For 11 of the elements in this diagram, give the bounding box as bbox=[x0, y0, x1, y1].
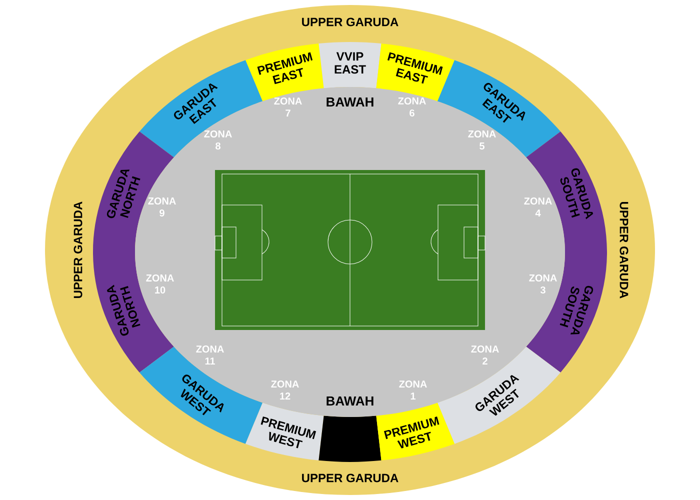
zone-label: ZONA 1 bbox=[399, 380, 427, 400]
zone-label: ZONA 12 bbox=[271, 380, 299, 400]
zone-label: ZONA 9 bbox=[148, 197, 176, 217]
seating-section: VVIP EAST bbox=[318, 42, 382, 88]
zone-label: ZONA 5 bbox=[468, 130, 496, 150]
zone-label: ZONA 2 bbox=[471, 346, 499, 364]
zone-label: ZONA 10 bbox=[146, 274, 174, 294]
zone-label: ZONA 8 bbox=[204, 130, 232, 150]
zone-label: ZONA 3 bbox=[529, 274, 557, 294]
zone-label: ZONA 11 bbox=[196, 346, 224, 364]
zone-label: ZONA 4 bbox=[524, 198, 552, 216]
